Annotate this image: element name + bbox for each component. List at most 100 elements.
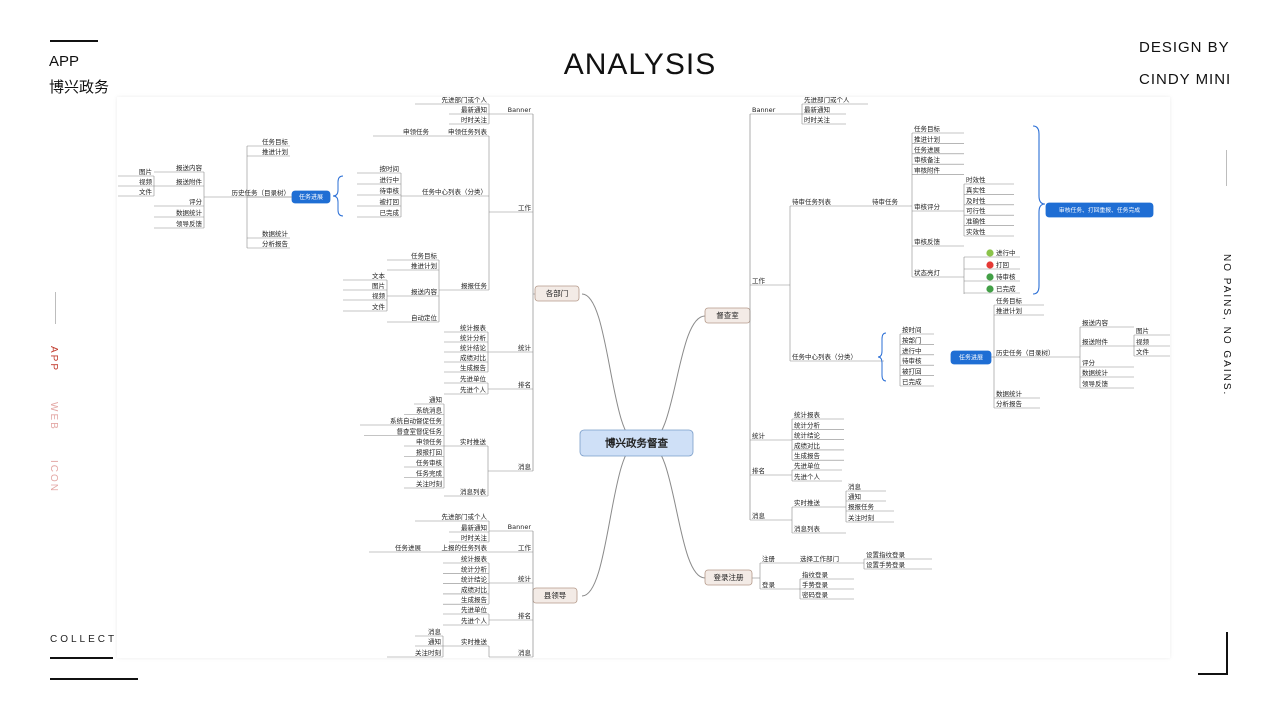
- node-label: Banner: [508, 523, 532, 531]
- right-divider-top: [1226, 150, 1227, 186]
- node-label: 按时间: [380, 164, 400, 173]
- node-label: 注册: [762, 554, 776, 563]
- node-label: 已完成: [380, 208, 400, 217]
- brace-left-1: [332, 175, 344, 217]
- node-label: 视频: [372, 291, 386, 300]
- node-label: 报报打回: [416, 448, 442, 457]
- node-label: 统计结论: [460, 343, 487, 352]
- node-label: 统计: [518, 343, 532, 352]
- node-label: 历史任务（目录树）: [232, 188, 291, 197]
- node-label: 审核反馈: [914, 237, 941, 246]
- renwu-jinzhan3-node-box: [950, 350, 992, 365]
- node-label: 先进部门或个人: [804, 97, 850, 104]
- status-lamp-icon: [986, 273, 994, 281]
- node-label: 打回: [996, 260, 1009, 269]
- node-label: 成绩对比: [794, 441, 821, 450]
- node-label: 任务目标: [914, 124, 941, 133]
- status-lamp-icon: [986, 249, 994, 257]
- node-label: 任务中心列表（分类）: [792, 352, 857, 361]
- node-label: 真实性: [966, 185, 986, 194]
- side-nav-icon[interactable]: ICON: [48, 460, 59, 493]
- branch-denglu: 登录注册: [714, 572, 744, 582]
- node-label: 任务审核: [416, 458, 443, 467]
- status-lamp-icon: [986, 261, 994, 269]
- node-label: 任务目标: [996, 296, 1023, 305]
- node-label: 审核附件: [914, 166, 941, 175]
- node-label: 系统自动督促任务: [390, 416, 443, 425]
- node-label: 时效性: [966, 175, 986, 184]
- node-label: 任务目标: [262, 137, 289, 146]
- node-label: 成绩对比: [460, 353, 487, 362]
- node-label: 状态亮灯: [914, 268, 941, 277]
- node-label: 统计分析: [461, 564, 488, 573]
- node-label: 推进计划: [996, 306, 1022, 315]
- node-label: 可行性: [966, 206, 986, 215]
- node-label: 最新通知: [461, 523, 487, 532]
- node-label: 关注时刻: [848, 513, 874, 522]
- node-label: 统计分析: [794, 420, 821, 429]
- side-nav-app[interactable]: APP: [48, 346, 59, 373]
- node-label: 图片: [372, 281, 385, 290]
- node-label: 消息列表: [460, 487, 487, 496]
- node-label: 推进计划: [914, 134, 940, 143]
- node-label: 报报任务: [848, 502, 875, 511]
- node-label: 图片: [139, 167, 152, 176]
- node-label: 文本: [372, 271, 386, 280]
- corner-mark-vertical: [1226, 632, 1228, 675]
- node-label: 系统消息: [416, 406, 443, 415]
- node-label: 成绩对比: [461, 585, 488, 594]
- node-label: 统计分析: [460, 333, 487, 342]
- node-label: 报报任务: [461, 281, 488, 290]
- node-label: 最新通知: [461, 105, 487, 114]
- node-label: 数据统计: [176, 208, 203, 217]
- node-label: 任务进展: [395, 543, 422, 552]
- side-nav-divider: [55, 292, 56, 324]
- node-label: 申领任务: [403, 127, 430, 136]
- design-by-label: DESIGN BY: [1139, 39, 1230, 56]
- node-label: 视频: [1136, 337, 1150, 346]
- branch-ducha: 督查室: [716, 310, 739, 320]
- page-title: ANALYSIS: [563, 48, 717, 81]
- status-lamp-icon: [986, 285, 994, 293]
- node-label: 及时性: [966, 196, 986, 205]
- node-label: 通知: [429, 395, 442, 404]
- node-label: 已完成: [902, 377, 922, 386]
- node-label: 统计结论: [461, 575, 488, 584]
- node-label: 消息: [518, 648, 532, 657]
- node-label: 实时推送: [461, 637, 488, 646]
- node-label: 报送内容: [1082, 318, 1109, 327]
- node-label: 申领任务列表: [448, 127, 488, 136]
- branch-curve: [581, 293, 639, 444]
- node-label: 任务目标: [411, 251, 438, 260]
- side-nav-web[interactable]: WEB: [48, 402, 59, 431]
- node-label: 任务完成: [416, 469, 443, 478]
- node-label: 进行中: [996, 248, 1016, 257]
- node-label: 密码登录: [802, 590, 829, 599]
- node-label: 任务进展: [914, 145, 941, 154]
- root-node-box: [579, 429, 694, 457]
- node-label: 已完成: [996, 284, 1016, 293]
- node-label: 按部门: [902, 335, 922, 344]
- node-label: 分析报告: [996, 399, 1023, 408]
- top-left-rule: [50, 40, 98, 42]
- node-label: 先进部门或个人: [442, 97, 488, 104]
- author-label: CINDY MINI: [1139, 71, 1232, 88]
- bottom-left-rule-2: [50, 678, 138, 680]
- branch-xianlingdao: 县领导: [544, 590, 567, 600]
- brace-right-1: [1032, 125, 1046, 295]
- node-label: 工作: [518, 203, 532, 212]
- node-label: 消息列表: [794, 524, 821, 533]
- node-label: 通知: [428, 637, 441, 646]
- renwu-jinzhan-node: 任务进展: [299, 193, 323, 201]
- node-label: 实时推送: [794, 498, 821, 507]
- node-label: 任务中心列表（分类）: [422, 187, 487, 196]
- collect-label: COLLECT: [50, 634, 118, 645]
- node-label: 数据统计: [1082, 368, 1109, 377]
- node-label: 统计报表: [461, 554, 488, 563]
- node-label: 生成报告: [460, 363, 487, 372]
- node-label: 评分: [189, 197, 203, 206]
- node-label: 排名: [518, 380, 531, 389]
- node-label: 报送内容: [411, 287, 438, 296]
- node-label: 排名: [518, 611, 531, 620]
- branch-curve: [647, 442, 706, 579]
